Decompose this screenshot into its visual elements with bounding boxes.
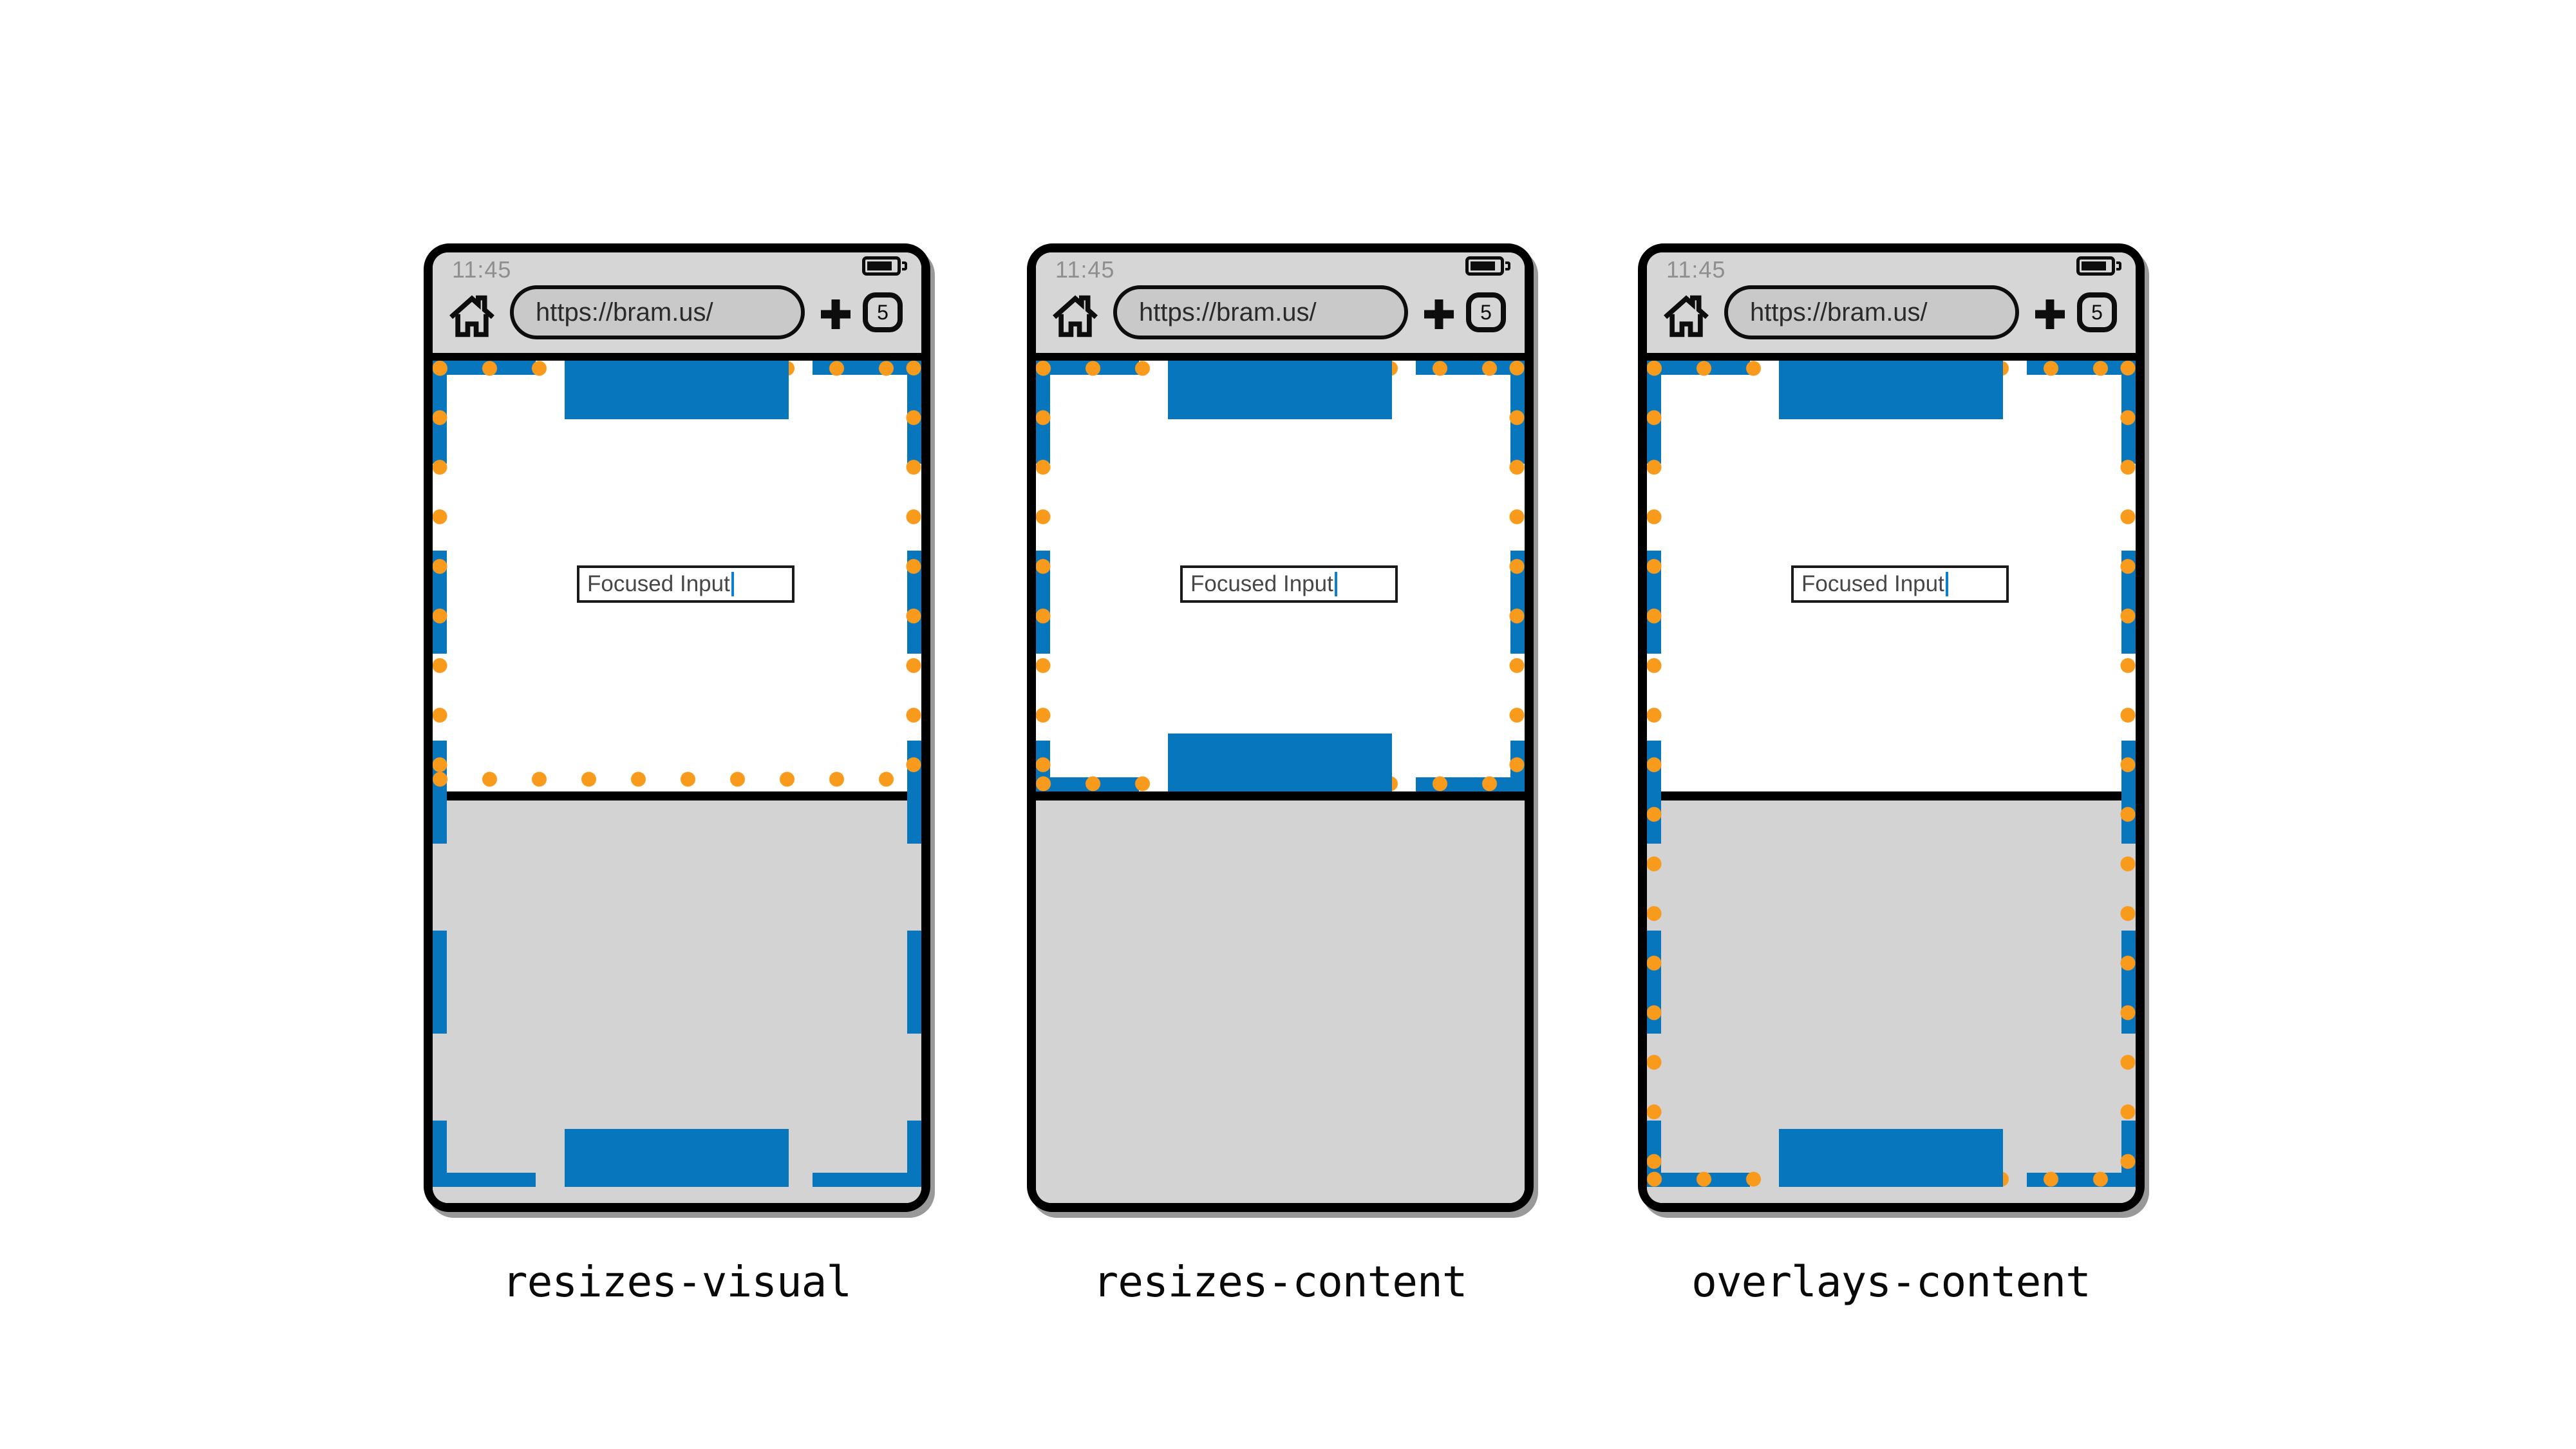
keyboard-top-line (433, 791, 921, 800)
browser-nav-row: https://bram.us/ 5 (1036, 285, 1525, 353)
focused-input: Focused Input (1791, 565, 2009, 603)
plus-icon (1424, 299, 1454, 329)
page-header (1779, 361, 2003, 419)
url-text: https://bram.us/ (536, 298, 713, 327)
url-text: https://bram.us/ (1139, 298, 1317, 327)
status-time: 11:45 (452, 256, 512, 283)
keyboard-top-line (1036, 791, 1525, 800)
web-page: Focused Input (1647, 361, 2136, 1203)
phone-screen: 11:45 https://bram.us/ 5 (1647, 252, 2136, 1203)
text-caret (731, 572, 734, 596)
battery-icon (862, 256, 907, 276)
browser-chrome: 11:45 https://bram.us/ 5 (433, 252, 921, 353)
focused-input: Focused Input (1180, 565, 1398, 603)
visual-viewport-dots-right (2120, 361, 2136, 1187)
phone-mockup-resizes-content: 11:45 https://bram.us/ 5 (1027, 243, 1534, 1212)
url-bar: https://bram.us/ (1113, 285, 1408, 339)
plus-icon (821, 299, 851, 329)
url-bar: https://bram.us/ (1724, 285, 2019, 339)
page-footer (565, 1129, 789, 1187)
phone-screen: 11:45 https://bram.us/ 5 (433, 252, 921, 1203)
visual-viewport-dots-bottom (433, 772, 921, 787)
text-caret (1945, 572, 1948, 596)
tab-counter: 5 (1466, 292, 1506, 332)
tab-counter: 5 (2077, 292, 2117, 332)
phone-screen: 11:45 https://bram.us/ 5 (1036, 252, 1525, 1203)
chrome-divider (1647, 353, 2136, 361)
variant-label-overlays-content: overlays-content (1691, 1257, 2091, 1307)
page-footer (1779, 1129, 2003, 1187)
home-icon (1664, 295, 1709, 337)
url-bar: https://bram.us/ (510, 285, 805, 339)
status-bar: 11:45 (1036, 252, 1525, 289)
browser-nav-row: https://bram.us/ 5 (1647, 285, 2136, 353)
browser-chrome: 11:45 https://bram.us/ 5 (1036, 252, 1525, 353)
battery-icon (2076, 256, 2121, 276)
tab-count: 5 (877, 300, 888, 324)
tab-count: 5 (2091, 300, 2103, 324)
visual-viewport-dots-left (433, 361, 447, 788)
text-caret (1334, 572, 1337, 596)
virtual-keyboard (1036, 800, 1525, 1203)
tab-count: 5 (1480, 300, 1492, 324)
visual-viewport-dots-right (906, 361, 921, 788)
visual-viewport-dots-right (1509, 361, 1525, 791)
variant-label-resizes-visual: resizes-visual (502, 1257, 852, 1307)
input-value: Focused Input (1190, 571, 1333, 596)
variant-label-resizes-content: resizes-content (1093, 1257, 1467, 1307)
page-header (565, 361, 789, 419)
web-page: Focused Input (433, 361, 921, 1203)
page-footer (1168, 734, 1392, 791)
phone-mockup-overlays-content: 11:45 https://bram.us/ 5 (1638, 243, 2145, 1212)
browser-chrome: 11:45 https://bram.us/ 5 (1647, 252, 2136, 353)
visual-viewport-dots-left (1647, 361, 1662, 1187)
status-bar: 11:45 (1647, 252, 2136, 289)
phone-mockup-resizes-visual: 11:45 https://bram.us/ 5 (424, 243, 930, 1212)
url-text: https://bram.us/ (1750, 298, 1928, 327)
web-page: Focused Input (1036, 361, 1525, 1203)
focused-input: Focused Input (577, 565, 794, 603)
input-value: Focused Input (587, 571, 730, 596)
page-header (1168, 361, 1392, 419)
input-value: Focused Input (1801, 571, 1944, 596)
status-bar: 11:45 (433, 252, 921, 289)
home-icon (449, 295, 494, 337)
battery-icon (1465, 256, 1510, 276)
tab-counter: 5 (863, 292, 903, 332)
plus-icon (2035, 299, 2065, 329)
keyboard-top-line (1647, 791, 2136, 800)
status-time: 11:45 (1055, 256, 1115, 283)
chrome-divider (433, 353, 921, 361)
chrome-divider (1036, 353, 1525, 361)
visual-viewport-dots-left (1036, 361, 1051, 791)
home-icon (1053, 295, 1098, 337)
status-time: 11:45 (1666, 256, 1726, 283)
browser-nav-row: https://bram.us/ 5 (433, 285, 921, 353)
